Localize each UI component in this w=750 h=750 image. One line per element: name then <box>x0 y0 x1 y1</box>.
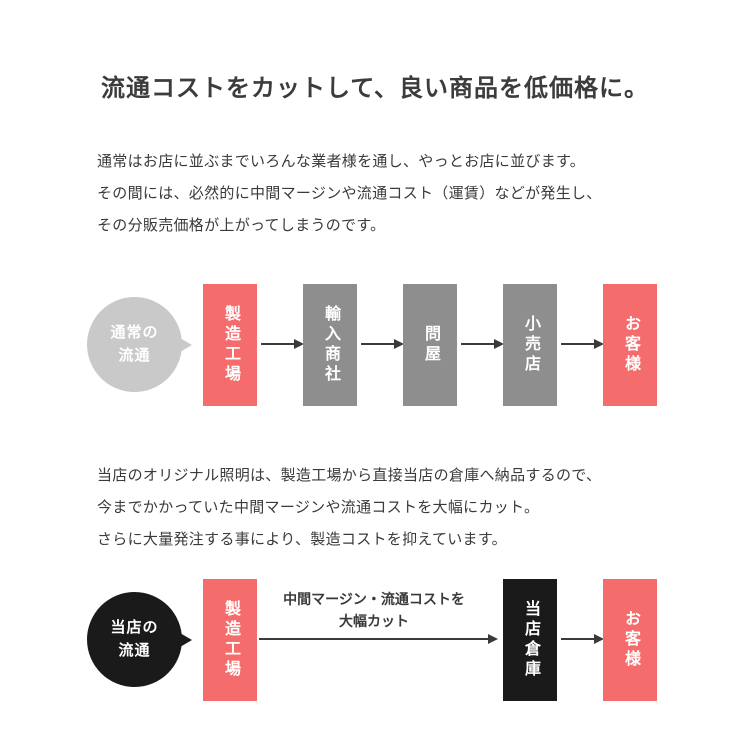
flow-step-manufacturer: 製造工場 <box>203 284 257 406</box>
bubble-label-line: 流通 <box>118 346 151 364</box>
normal-distribution-diagram: 通常の 流通 製造工場 輸入商社 問屋 小売店 お客様 <box>0 283 750 407</box>
flow-step-label: お客様 <box>622 315 639 375</box>
flow-step-manufacturer: 製造工場 <box>203 579 257 701</box>
store-line-1: 当店のオリジナル照明は、製造工場から直接当店の倉庫へ納品するので、 <box>97 467 602 484</box>
page-title: 流通コストをカットして、良い商品を低価格に。 <box>100 75 650 102</box>
intro-line-3: その分販売価格が上がってしまうのです。 <box>97 217 386 234</box>
intro-line-1: 通常はお店に並ぶまでいろんな業者様を通し、やっとお店に並びます。 <box>97 153 586 170</box>
store-line-3: さらに大量発注する事により、製造コストを抑えています。 <box>97 531 507 548</box>
arrow-right-icon <box>361 339 404 349</box>
speech-tail-icon <box>180 337 192 352</box>
arrow-right-icon <box>259 634 498 644</box>
arrow-right-icon <box>461 339 504 349</box>
store-flow-bubble: 当店の 流通 <box>87 592 192 687</box>
intro-line-2: その間には、必然的に中間マージンや流通コスト（運賃）などが発生し、 <box>97 185 602 202</box>
arrow-right-icon <box>261 339 304 349</box>
normal-flow-bubble: 通常の 流通 <box>87 297 192 392</box>
flow-step-customer: お客様 <box>603 579 657 701</box>
flow-step-retailer: 小売店 <box>503 284 557 406</box>
store-description-text: 当店のオリジナル照明は、製造工場から直接当店の倉庫へ納品するので、 今までかかっ… <box>97 460 697 556</box>
flow-step-warehouse: 当店倉庫 <box>503 579 557 701</box>
flow-step-wholesaler: 問屋 <box>403 284 457 406</box>
flow-step-label: 製造工場 <box>222 305 239 385</box>
bubble-label-line: 流通 <box>118 641 151 659</box>
store-line-2: 今までかかっていた中間マージンや流通コストを大幅にカット。 <box>97 499 540 516</box>
flow-step-label: 当店倉庫 <box>522 600 539 680</box>
flow-step-import-trader: 輸入商社 <box>303 284 357 406</box>
flow-step-label: 製造工場 <box>222 600 239 680</box>
flow-step-label: お客様 <box>622 610 639 670</box>
flow-step-label: 問屋 <box>422 325 439 365</box>
intro-text: 通常はお店に並ぶまでいろんな業者様を通し、やっとお店に並びます。 その間には、必… <box>97 146 697 242</box>
bubble-label-line: 通常の <box>110 324 159 341</box>
arrow-right-icon <box>561 634 604 644</box>
cost-cut-note: 中間マージン・流通コストを 大幅カット <box>254 588 494 632</box>
note-line: 中間マージン・流通コストを <box>283 591 465 607</box>
flow-step-label: 小売店 <box>522 315 539 375</box>
bubble-label-line: 当店の <box>110 619 159 636</box>
flow-step-label: 輸入商社 <box>322 305 339 385</box>
note-line: 大幅カット <box>339 613 409 629</box>
store-distribution-diagram: 当店の 流通 製造工場 中間マージン・流通コストを 大幅カット 当店倉庫 お客様 <box>0 578 750 702</box>
speech-tail-icon <box>180 632 192 647</box>
flow-step-customer: お客様 <box>603 284 657 406</box>
arrow-right-icon <box>561 339 604 349</box>
